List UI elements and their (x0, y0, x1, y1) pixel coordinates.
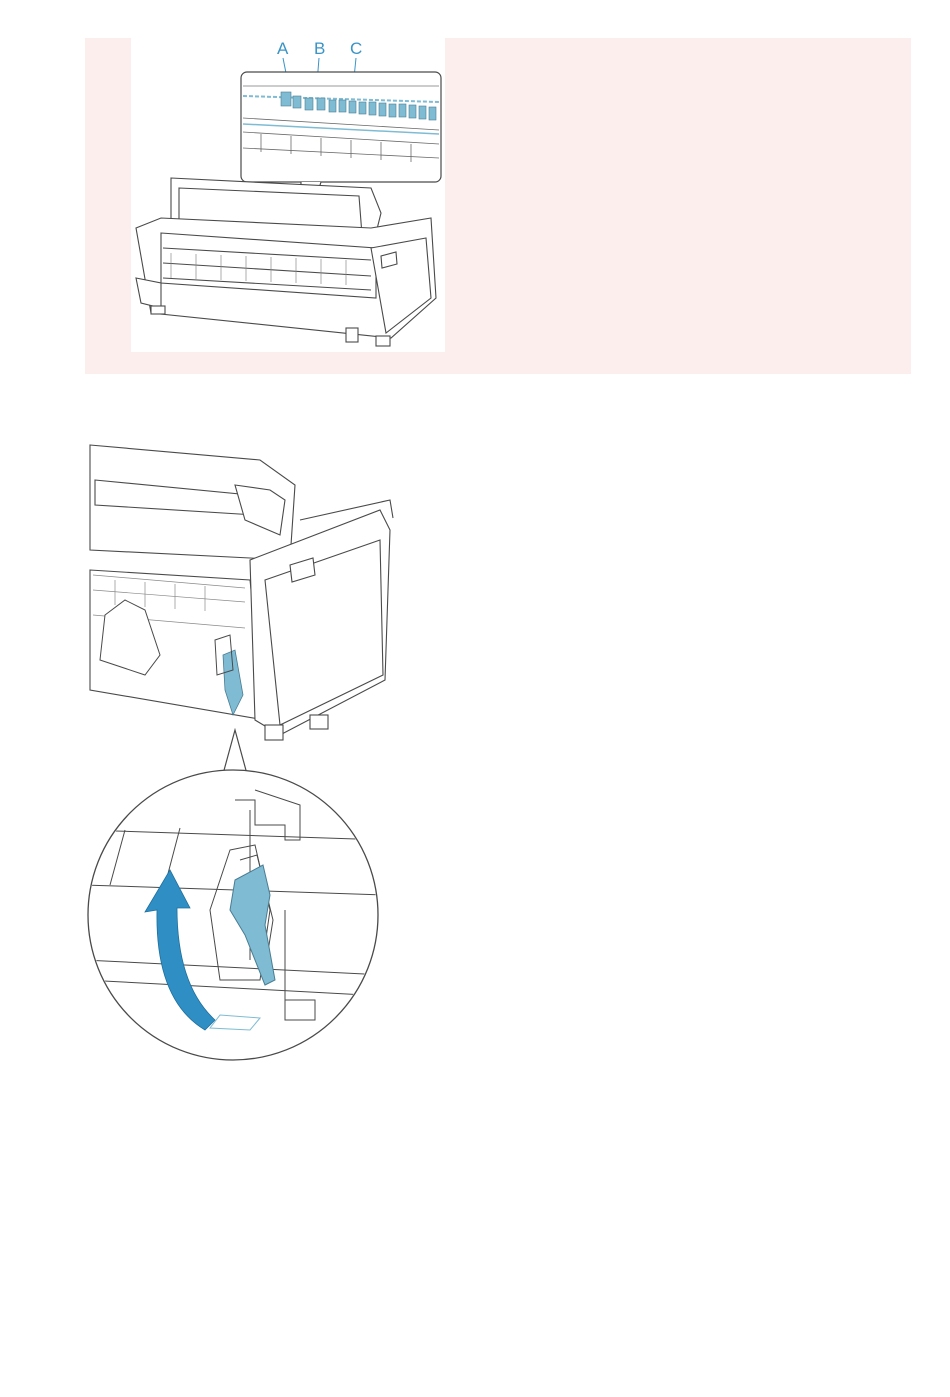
callout-a: A (277, 39, 289, 58)
zoom-circle (85, 770, 385, 1060)
magnified-inset (241, 72, 441, 182)
printer-illustration (136, 178, 436, 346)
callout-b: B (314, 39, 325, 58)
callout-c: C (350, 39, 362, 58)
printer-overview-figure: A B C (131, 38, 445, 352)
release-lever-figure (85, 440, 395, 1070)
